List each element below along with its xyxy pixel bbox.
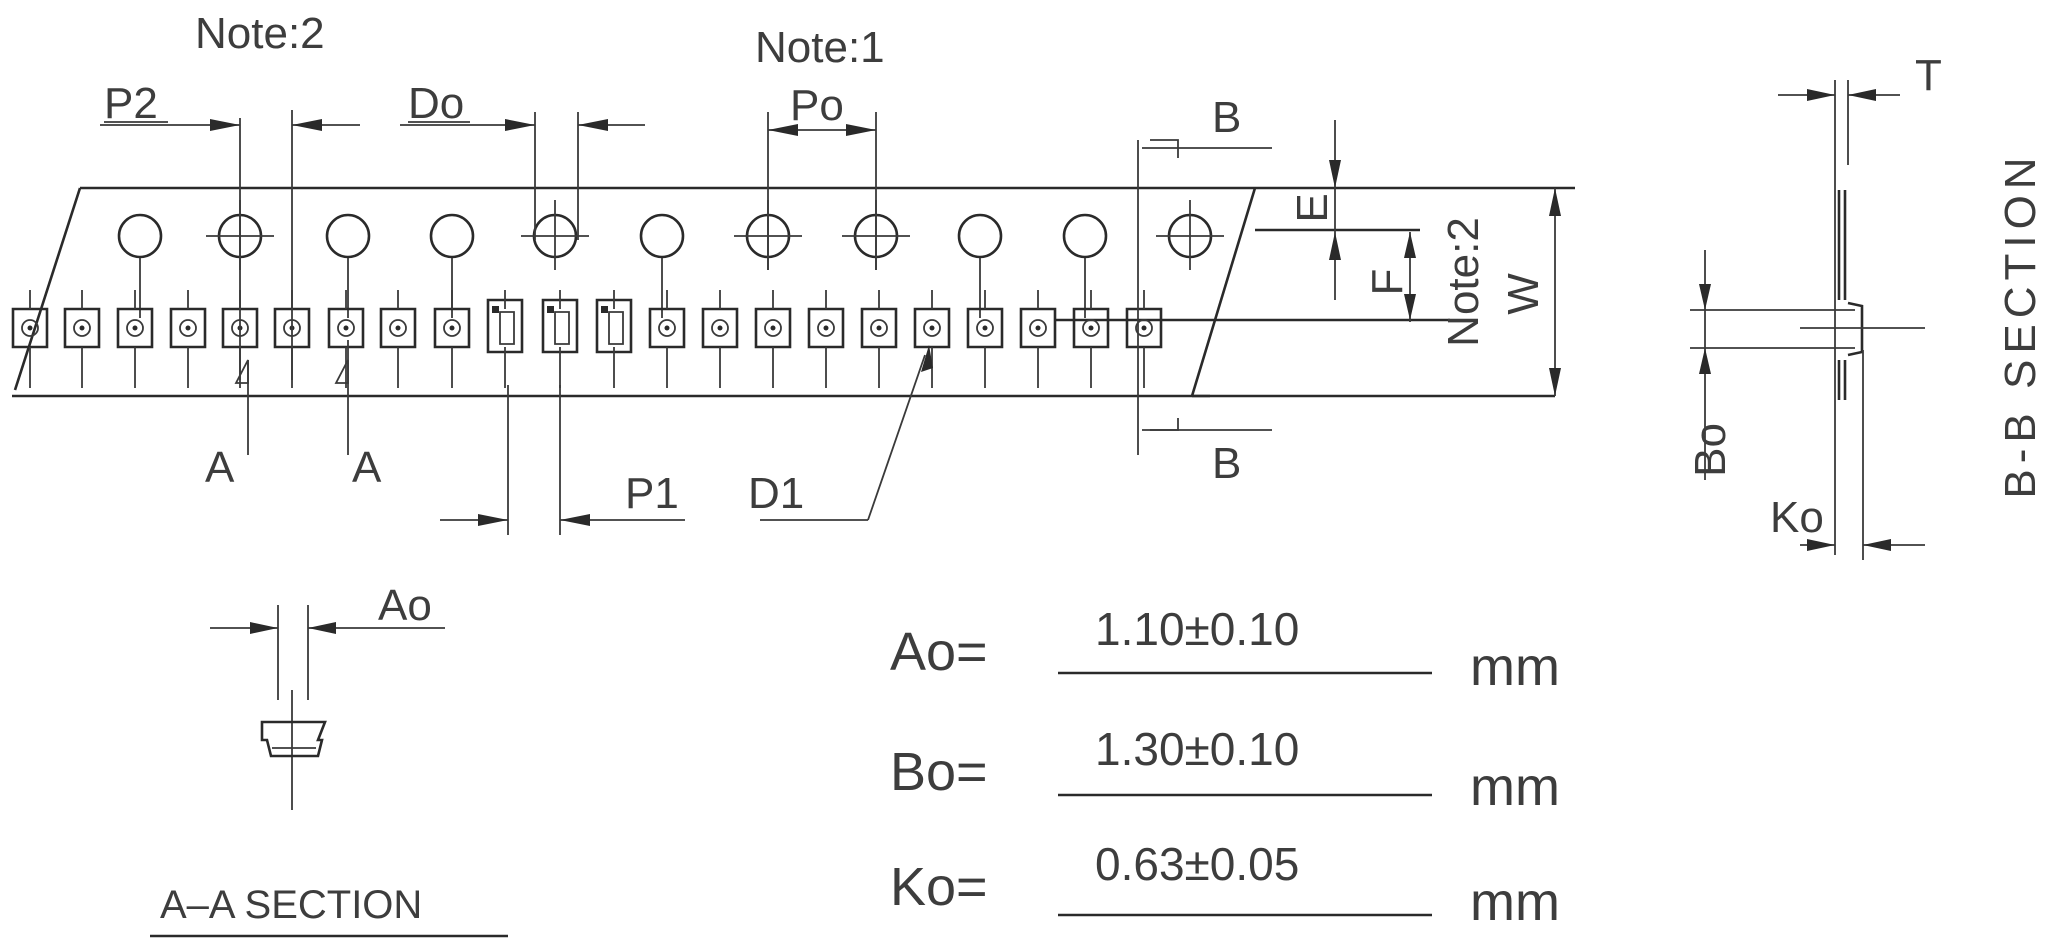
note2-side-label: Note:2 bbox=[1439, 217, 1488, 347]
spec-row: Ko= 0.63±0.05 mm bbox=[890, 838, 1560, 932]
sprocket-holes bbox=[119, 200, 1224, 318]
component-pocket bbox=[329, 290, 363, 388]
aa-section-view: Ao A–A SECTION bbox=[150, 581, 508, 936]
aa-section-label: A–A SECTION bbox=[160, 883, 422, 927]
t-label: T bbox=[1915, 51, 1942, 100]
bb-section-view: T Bo Ko B-B SECTION bbox=[1686, 51, 2045, 560]
component-pockets bbox=[13, 290, 1161, 388]
spec-unit: mm bbox=[1470, 757, 1560, 817]
a-left-label: A bbox=[205, 443, 235, 492]
component-pocket bbox=[862, 290, 896, 388]
spec-name: Bo= bbox=[890, 742, 988, 802]
component-pocket bbox=[13, 290, 47, 388]
do-label: Do bbox=[408, 79, 464, 128]
p1-dimension: P1 bbox=[440, 385, 685, 535]
spec-unit: mm bbox=[1470, 872, 1560, 932]
component-pocket bbox=[1127, 290, 1161, 388]
spec-table: Ao=1.10±0.10mmBo=1.30±0.10mmKo=0.63±0.05… bbox=[890, 603, 1560, 932]
spec-value: 0.63±0.05 bbox=[1095, 838, 1299, 890]
d1-leader: D1 bbox=[748, 345, 933, 520]
bb-section-label: B-B SECTION bbox=[1996, 151, 2045, 498]
component-pocket bbox=[118, 290, 152, 388]
component-pocket bbox=[809, 290, 843, 388]
d1-label: D1 bbox=[748, 469, 804, 518]
spec-name: Ao= bbox=[890, 622, 988, 682]
note2-top-label: Note:2 bbox=[195, 9, 325, 58]
note1-top-label: Note:1 bbox=[755, 23, 885, 72]
component-pocket bbox=[597, 290, 631, 388]
p2-label: P2 bbox=[104, 79, 158, 128]
p2-dimension: P2 bbox=[100, 79, 360, 380]
spec-value: 1.10±0.10 bbox=[1095, 603, 1299, 655]
component-pocket bbox=[650, 290, 684, 388]
w-label: W bbox=[1499, 273, 1548, 315]
tape-outline bbox=[12, 188, 1575, 396]
e-dimension: E bbox=[1288, 120, 1341, 300]
component-pocket bbox=[915, 290, 949, 388]
a-right-label: A bbox=[352, 443, 382, 492]
ko-side-label: Ko bbox=[1770, 493, 1824, 542]
po-label: Po bbox=[790, 81, 844, 130]
spec-value: 1.30±0.10 bbox=[1095, 723, 1299, 775]
sprocket-hole bbox=[641, 215, 683, 318]
sprocket-hole bbox=[959, 215, 1001, 318]
component-pocket bbox=[968, 290, 1002, 388]
component-pocket bbox=[435, 290, 469, 388]
p1-label: P1 bbox=[625, 469, 679, 518]
b-bottom-label: B bbox=[1212, 439, 1241, 488]
spec-name: Ko= bbox=[890, 857, 988, 917]
f-dimension: F bbox=[1363, 232, 1416, 322]
component-pocket bbox=[703, 290, 737, 388]
spec-row: Ao= 1.10±0.10 mm bbox=[890, 603, 1560, 697]
b-section-markers: B B bbox=[1138, 93, 1272, 488]
spec-unit: mm bbox=[1470, 637, 1560, 697]
a-markers: A A bbox=[205, 340, 382, 492]
e-label: E bbox=[1288, 193, 1337, 222]
component-pocket bbox=[1021, 290, 1055, 388]
component-pocket bbox=[381, 290, 415, 388]
do-dimension: Do bbox=[400, 79, 645, 240]
component-pocket bbox=[1074, 290, 1108, 388]
b-top-label: B bbox=[1212, 93, 1241, 142]
component-pocket bbox=[543, 290, 577, 388]
spec-row: Bo= 1.30±0.10 mm bbox=[890, 723, 1560, 817]
component-pocket bbox=[488, 290, 522, 388]
component-pocket bbox=[65, 290, 99, 388]
sprocket-hole bbox=[327, 215, 369, 318]
ao-detail-label: Ao bbox=[378, 581, 432, 630]
component-pocket bbox=[756, 290, 790, 388]
f-label: F bbox=[1363, 269, 1412, 296]
sprocket-hole bbox=[119, 215, 161, 318]
component-pocket bbox=[171, 290, 205, 388]
po-dimension: Po bbox=[768, 81, 876, 270]
sprocket-hole bbox=[1156, 200, 1224, 270]
sprocket-hole bbox=[1064, 215, 1106, 318]
bo-side-label: Bo bbox=[1686, 423, 1735, 477]
w-dimension: W bbox=[1499, 188, 1561, 396]
